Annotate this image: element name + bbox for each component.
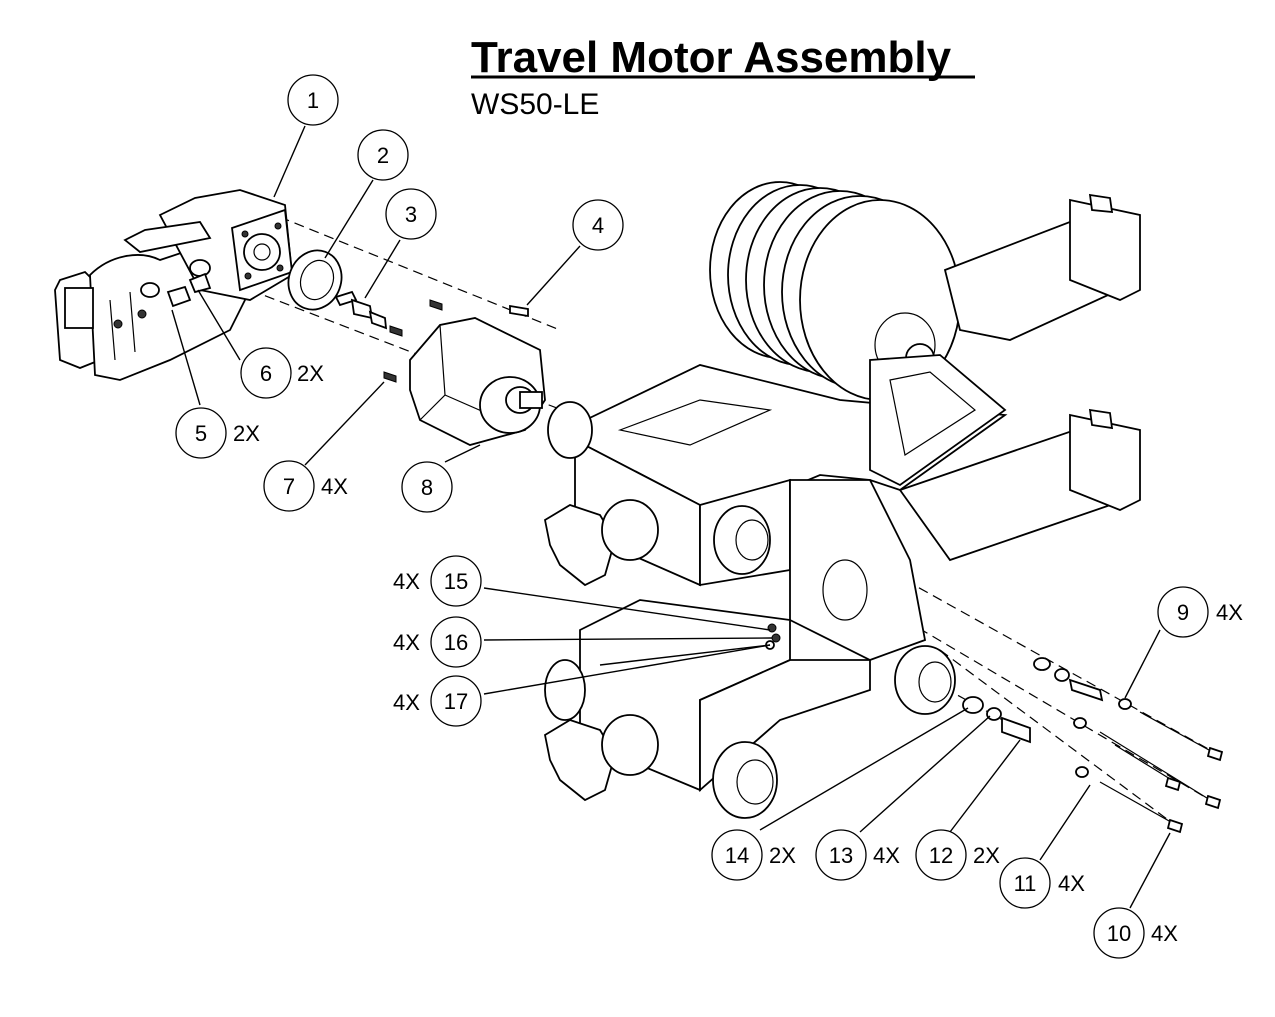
callout-17: 4X 17 [393,675,482,727]
callout-number: 2 [377,143,389,168]
set-screws-part [383,299,443,383]
callout-quantity: 4X [393,569,420,594]
callout-quantity: 2X [297,361,324,386]
callout-number: 9 [1177,600,1189,625]
callout-quantity: 4X [393,630,420,655]
shaft-key-part [509,304,529,318]
callout-quantity: 2X [973,843,1000,868]
callout-number: 10 [1107,921,1131,946]
callout-quantity: 4X [393,690,420,715]
callout-number: 5 [195,421,207,446]
callout-quantity: 2X [233,421,260,446]
callout-number: 17 [444,689,468,714]
callout-quantity: 4X [1058,871,1085,896]
callout-11: 11 4X [999,857,1085,909]
roller-wheels-part [544,401,956,819]
small-fittings-part [166,272,212,308]
hydraulic-fitting-part [334,290,388,330]
drawing-subtitle: WS50-LE [471,88,599,121]
callout-quantity: 2X [769,843,796,868]
drawing-title: Travel Motor Assembly [471,33,952,82]
callout-10: 10 4X [1093,907,1178,959]
callout-8: 8 [401,461,453,513]
knob-handles-part [543,499,659,802]
seal-ring-part [287,249,343,311]
callout-number: 12 [929,843,953,868]
hydraulic-cylinders-part [898,193,1141,562]
callout-13: 13 4X [815,829,900,881]
callout-9: 9 4X [1157,586,1243,638]
callout-number: 15 [444,569,468,594]
callout-1: 1 [287,74,339,126]
callout-number: 8 [421,475,433,500]
callout-number: 4 [592,213,604,238]
callout-quantity: 4X [1151,921,1178,946]
callout-15: 4X 15 [393,555,482,607]
callout-14: 14 2X [711,829,796,881]
gearbox-part [409,317,546,446]
callout-3: 3 [385,188,437,240]
callout-6: 6 2X [240,347,324,399]
callout-quantity: 4X [1216,600,1243,625]
fastener-hardware-part [962,657,1224,834]
callout-5: 5 2X [175,407,260,459]
callout-16: 4X 16 [393,616,482,668]
callout-number: 14 [725,843,749,868]
callout-number: 1 [307,88,319,113]
callout-12: 12 2X [915,829,1000,881]
callout-number: 7 [283,474,295,499]
cable-drum-part [709,181,961,401]
leader-lines [171,125,1171,909]
callout-number: 3 [405,202,417,227]
callout-7: 7 4X [263,460,348,512]
callout-2: 2 [357,129,409,181]
callout-quantity: 4X [321,474,348,499]
callout-number: 13 [829,843,853,868]
callout-number: 11 [1014,871,1037,896]
callout-4: 4 [572,199,624,251]
callout-number: 6 [260,361,272,386]
callout-quantity: 4X [873,843,900,868]
callout-number: 16 [444,630,468,655]
